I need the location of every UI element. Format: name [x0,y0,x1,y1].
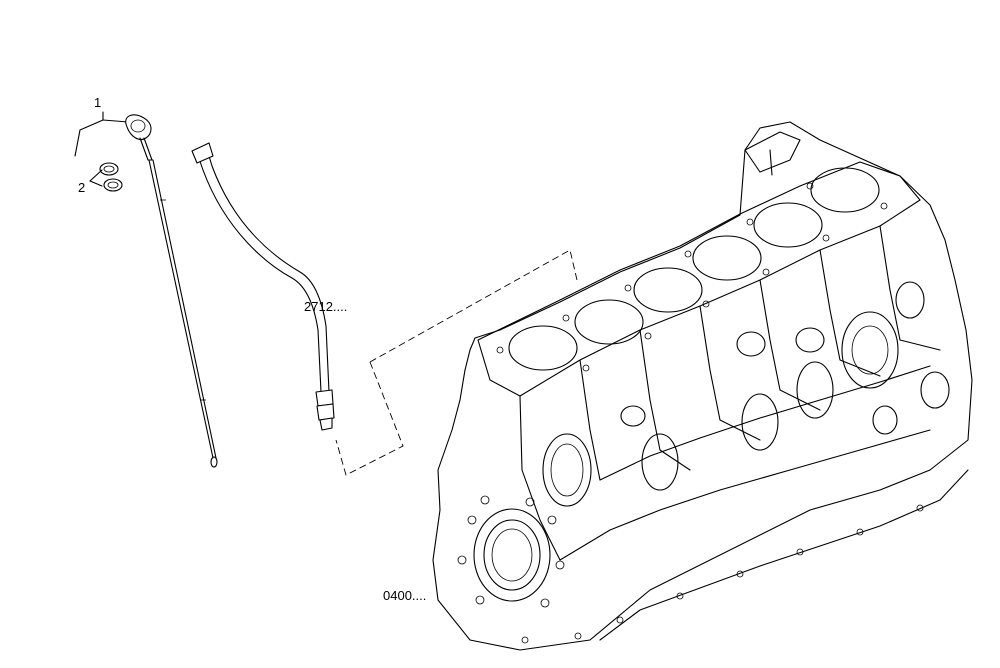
callout-2-leader [89,169,103,187]
callout-label-seal-rings: 2 [78,180,86,195]
dipstick-guide-tube [191,142,335,431]
callout-label-engine-block: 0400.... [383,588,427,603]
callout-label-guide-tube: 2712.... [304,299,348,314]
engine-block [432,121,973,651]
callout-label-dipstick: 1 [94,95,102,110]
reference-frame-dashed [335,249,578,476]
dipstick [125,114,218,468]
callout-1-leader [74,111,129,157]
seal-rings [99,162,123,192]
